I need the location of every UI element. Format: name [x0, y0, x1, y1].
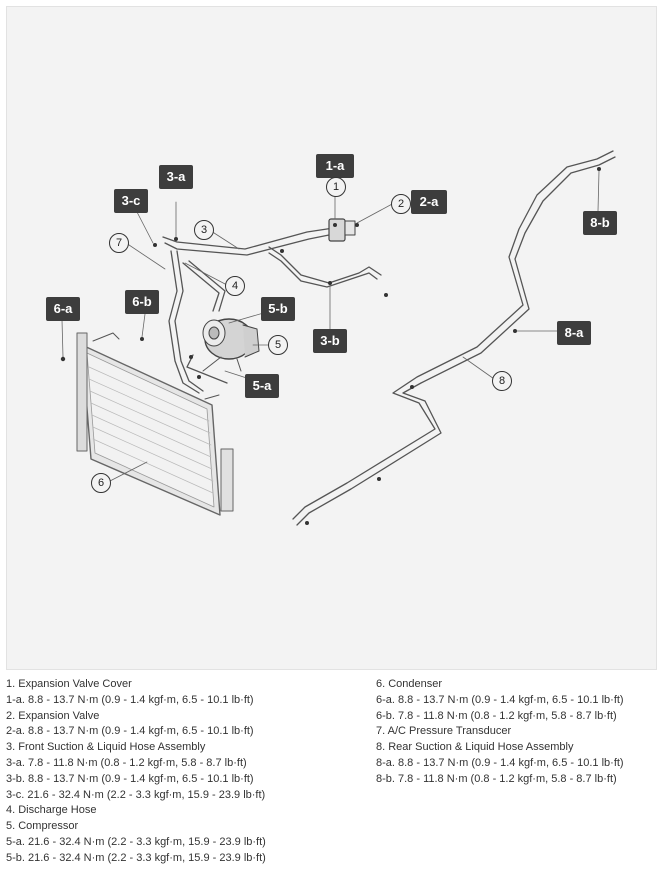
legend-item: 3-c. 21.6 - 32.4 N·m (2.2 - 3.3 kgf·m, 1…	[6, 788, 266, 801]
part-number-3: 3	[194, 220, 214, 240]
rear-hose-drawing	[292, 150, 616, 526]
legend-item: 6. Condenser	[376, 678, 443, 690]
callout-5b: 5-b	[261, 297, 295, 321]
callout-3c: 3-c	[114, 189, 148, 213]
part-number-5: 5	[268, 335, 288, 355]
legend-item: 8-b. 7.8 - 11.8 N·m (0.8 - 1.2 kgf·m, 5.…	[376, 772, 617, 785]
legend-right: 6. Condenser 6-a. 8.8 - 13.7 N·m (0.9 - …	[376, 677, 624, 788]
part-number-4: 4	[225, 276, 245, 296]
legend-item: 6-a. 8.8 - 13.7 N·m (0.9 - 1.4 kgf·m, 6.…	[376, 693, 624, 706]
callout-3b: 3-b	[313, 329, 347, 353]
legend-item: 8. Rear Suction & Liquid Hose Assembly	[376, 741, 574, 754]
condenser-drawing	[76, 332, 234, 516]
callout-1a: 1-a	[316, 154, 354, 178]
leader-lines	[61, 170, 600, 483]
legend-left: 1. Expansion Valve Cover 1-a. 8.8 - 13.7…	[6, 677, 266, 867]
legend-item: 3-b. 8.8 - 13.7 N·m (0.9 - 1.4 kgf·m, 6.…	[6, 772, 254, 785]
exploded-view-diagram: 1-a 2-a 3-a 3-b 3-c 5-a 5-b 6-a 6-b 8-a …	[6, 6, 657, 670]
legend-item: 1-a. 8.8 - 13.7 N·m (0.9 - 1.4 kgf·m, 6.…	[6, 693, 254, 706]
legend-item: 7. A/C Pressure Transducer	[376, 725, 512, 738]
callout-3a: 3-a	[159, 165, 193, 189]
callout-8b: 8-b	[583, 211, 617, 235]
bolts	[60, 167, 601, 525]
legend-item: 6-b. 7.8 - 11.8 N·m (0.8 - 1.2 kgf·m, 5.…	[376, 709, 617, 722]
part-number-2: 2	[391, 194, 411, 214]
callout-2a: 2-a	[411, 190, 447, 214]
legend-item: 3. Front Suction & Liquid Hose Assembly	[6, 741, 206, 754]
legend-item: 2-a. 8.8 - 13.7 N·m (0.9 - 1.4 kgf·m, 6.…	[6, 725, 254, 738]
callout-6b: 6-b	[125, 290, 159, 314]
legend-item: 2. Expansion Valve	[6, 709, 100, 722]
component-drawing	[60, 150, 616, 526]
legend-item: 4. Discharge Hose	[6, 804, 97, 817]
compressor-drawing	[202, 318, 260, 372]
expansion-valve-drawing	[328, 218, 356, 242]
callout-5a: 5-a	[245, 374, 279, 398]
callout-8a: 8-a	[557, 321, 591, 345]
legend-item: 8-a. 8.8 - 13.7 N·m (0.9 - 1.4 kgf·m, 6.…	[376, 756, 624, 769]
part-number-8: 8	[492, 371, 512, 391]
legend-item: 5. Compressor	[6, 820, 79, 833]
legend-item: 3-a. 7.8 - 11.8 N·m (0.8 - 1.2 kgf·m, 5.…	[6, 756, 247, 769]
legend-item: 5-a. 21.6 - 32.4 N·m (2.2 - 3.3 kgf·m, 1…	[6, 835, 266, 848]
part-number-1: 1	[326, 177, 346, 197]
legend-item: 1. Expansion Valve Cover	[6, 678, 132, 690]
part-number-6: 6	[91, 473, 111, 493]
callout-6a: 6-a	[46, 297, 80, 321]
part-number-7: 7	[109, 233, 129, 253]
legend-item: 5-b. 21.6 - 32.4 N·m (2.2 - 3.3 kgf·m, 1…	[6, 851, 266, 864]
